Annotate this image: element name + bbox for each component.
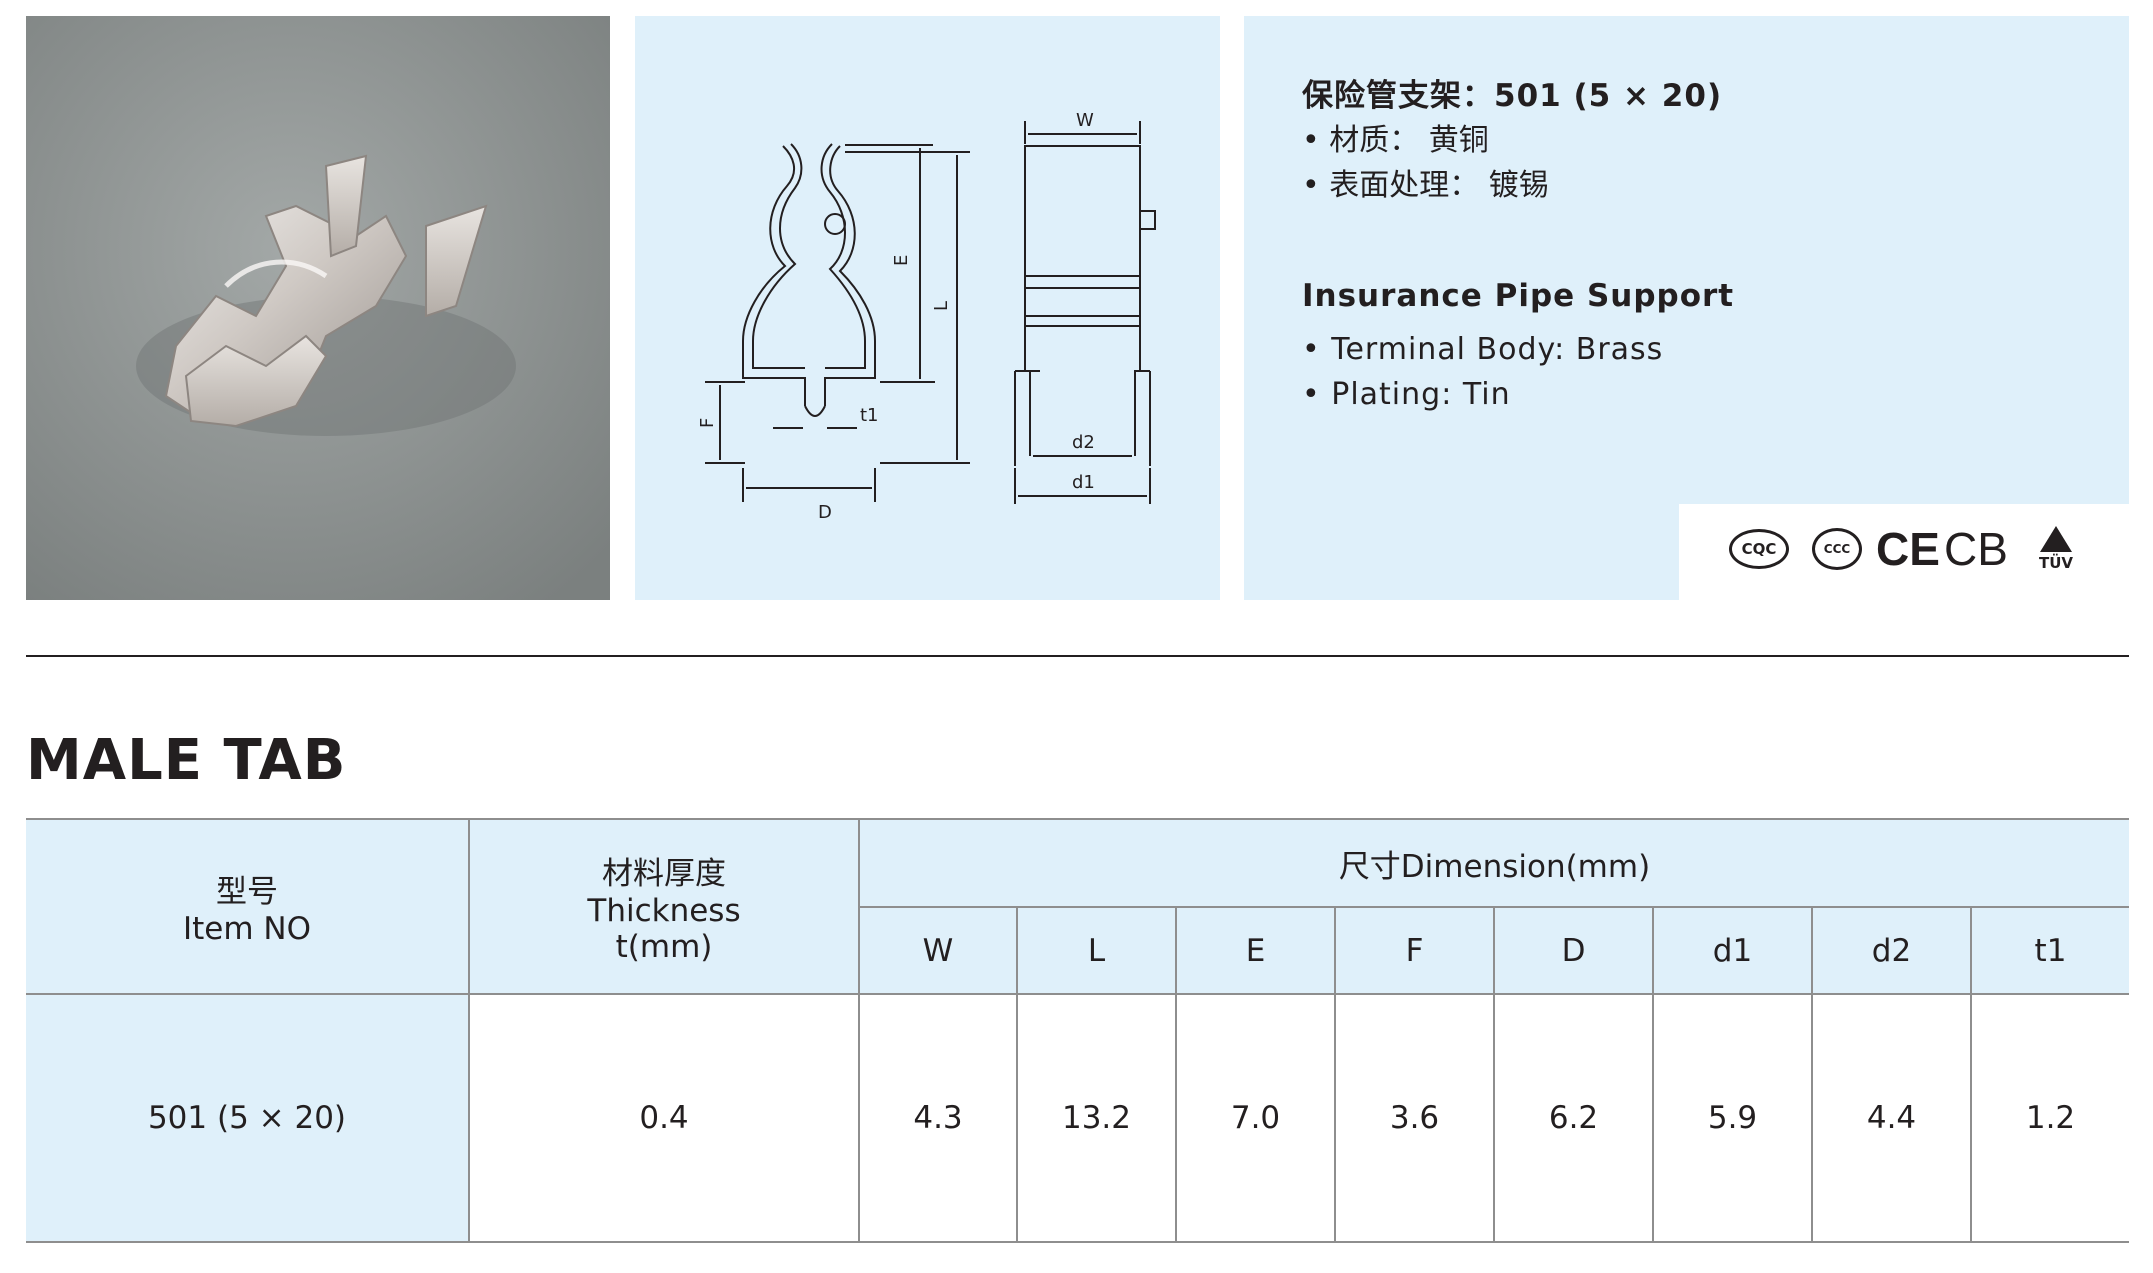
product-info-panel: 保险管支架：501 (5 × 20) 材质： 黄铜 表面处理： 镀锡 Insur… (1244, 16, 2129, 600)
cell-dim-w: 4.3 (858, 993, 1018, 1243)
table-subheader-row: W L E F D d1 d2 t1 (26, 906, 2129, 995)
label-d: D (818, 502, 832, 523)
header-item-en: Item NO (182, 911, 311, 947)
cell-dim-l: 13.2 (1016, 993, 1177, 1243)
en-product-title: Insurance Pipe Support (1302, 278, 1735, 314)
cn-spec-plating: 表面处理： 镀锡 (1302, 163, 1549, 208)
header-dim-l: L (1016, 906, 1177, 995)
label-l: L (931, 301, 952, 311)
label-d1: d1 (1072, 472, 1095, 493)
table-row: 501 (5 × 20) 0.4 4.3 13.2 7.0 3.6 6.2 5.… (26, 993, 2129, 1243)
label-t1: t1 (860, 405, 879, 426)
label-f: F (697, 418, 718, 428)
cell-item-no: 501 (5 × 20) (26, 993, 470, 1243)
fuse-clip-photo (26, 16, 610, 600)
tuv-logo: TÜV (2031, 526, 2081, 572)
cell-dim-f: 3.6 (1334, 993, 1495, 1243)
cn-spec-list: 材质： 黄铜 表面处理： 镀锡 (1302, 118, 1549, 208)
product-photo (26, 16, 610, 600)
cell-dim-e: 7.0 (1175, 993, 1336, 1243)
header-thick-unit: t(mm) (615, 929, 713, 965)
header-thick-en: Thickness (587, 893, 741, 929)
certification-logos: CQC CCC CE CB TÜV (1679, 504, 2129, 600)
label-e: E (891, 255, 912, 266)
en-spec-list: Terminal Body: Brass Plating: Tin (1302, 327, 1663, 417)
header-thick-cn: 材料厚度 (602, 856, 726, 892)
ce-logo: CE (1876, 523, 1940, 575)
cn-product-title: 保险管支架：501 (5 × 20) (1302, 78, 1723, 114)
section-divider (26, 655, 2129, 657)
cn-spec-material: 材质： 黄铜 (1302, 118, 1549, 163)
tuv-triangle-icon (2040, 526, 2072, 552)
section-title: MALE TAB (26, 728, 347, 793)
header-item-no: 型号 Item NO (26, 818, 470, 995)
cell-dim-t1: 1.2 (1970, 993, 2129, 1243)
cqc-logo: CQC (1729, 529, 1789, 569)
label-d2: d2 (1072, 432, 1095, 453)
header-dimension: 尺寸Dimension(mm) (858, 818, 2129, 908)
tuv-logo-text: TÜV (2038, 554, 2074, 572)
header-dim-e: E (1175, 906, 1336, 995)
cell-dim-d: 6.2 (1493, 993, 1654, 1243)
header-dim-f: F (1334, 906, 1495, 995)
en-spec-plating: Plating: Tin (1302, 372, 1663, 417)
spec-table: 型号 Item NO 材料厚度 Thickness t(mm) 尺寸Dimens… (26, 818, 2129, 1243)
cell-thickness: 0.4 (468, 993, 860, 1243)
label-w: W (1076, 110, 1094, 131)
technical-drawing-panel: W E L F t1 D d2 d1 (635, 16, 1220, 600)
header-dim-w: W (859, 906, 1018, 995)
table-header-row: 型号 Item NO 材料厚度 Thickness t(mm) 尺寸Dimens… (26, 818, 2129, 995)
header-dim-d1: d1 (1652, 906, 1813, 995)
header-thickness: 材料厚度 Thickness t(mm) (468, 818, 860, 995)
technical-drawing: W E L F t1 D d2 d1 (697, 110, 1156, 523)
header-item-cn: 型号 (216, 874, 278, 910)
ccc-logo: CCC (1812, 528, 1862, 570)
cell-dim-d1: 5.9 (1652, 993, 1813, 1243)
cb-logo: CB (1944, 523, 2008, 575)
cell-dim-d2: 4.4 (1811, 993, 1972, 1243)
header-dim-d: D (1493, 906, 1654, 995)
header-dim-t1: t1 (1970, 906, 2129, 995)
header-dim-d2: d2 (1811, 906, 1972, 995)
en-spec-material: Terminal Body: Brass (1302, 327, 1663, 372)
